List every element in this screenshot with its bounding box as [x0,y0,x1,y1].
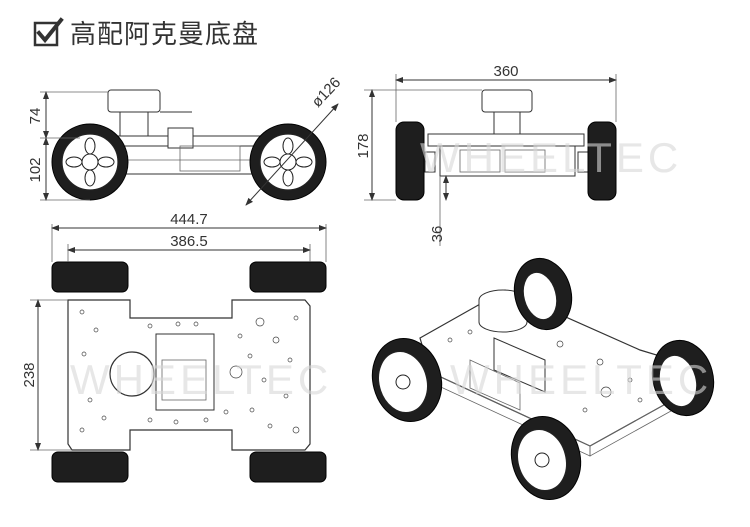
dim-wheel-diameter: ø126 [308,74,344,111]
iso-rear-right-wheel [651,339,715,417]
iso-front-right-wheel [510,415,582,501]
front-view: 360 178 36 [355,63,617,246]
watermark-iso: WHEELTEC [450,356,712,403]
checkbox-checked-icon [33,16,64,46]
page-title: 高配阿克曼底盘 [70,20,260,50]
side-left-wheel [51,123,129,201]
isometric-view [371,257,715,501]
top-view: 444.7 386.5 238 [21,211,327,483]
dim-front-width: 360 [493,63,518,80]
dim-top-width: 238 [21,362,38,387]
watermark-front: WHEELTEC [420,134,682,181]
dim-side-bottom-height: 102 [27,157,44,182]
dim-overall-length: 444.7 [170,211,208,228]
dim-front-height: 178 [355,133,372,158]
page-heading: 高配阿克曼底盘 [32,14,259,51]
dim-wheelbase: 386.5 [170,233,208,250]
iso-rear-left-wheel [513,257,573,331]
watermark-top: WHEELTEC [70,356,332,403]
dim-side-top-height: 74 [27,108,44,125]
side-view: 74 102 ø126 [27,74,344,206]
front-left-wheel [395,121,425,201]
iso-front-left-wheel [371,337,443,423]
dim-ground-clearance: 36 [429,226,446,243]
front-right-wheel [587,121,617,201]
